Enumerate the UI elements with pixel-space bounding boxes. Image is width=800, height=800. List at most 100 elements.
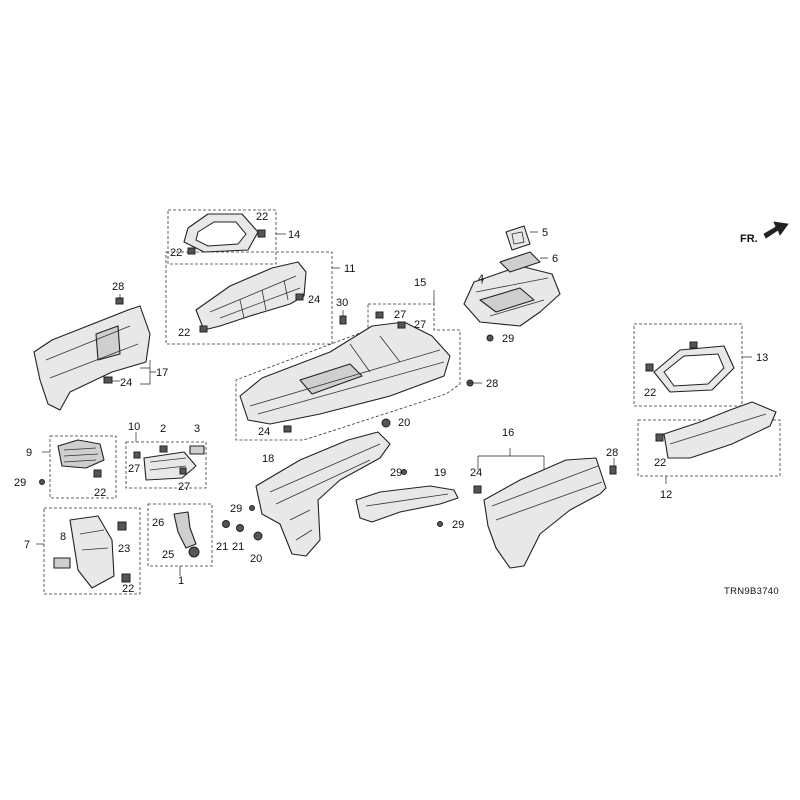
- callout-22-a: 22: [256, 211, 268, 223]
- callout-5: 5: [542, 227, 548, 239]
- callout-29-a: 29: [502, 333, 514, 345]
- part-24-clip-c: [283, 425, 292, 433]
- callout-21-b: 21: [232, 541, 244, 553]
- part-22-clip-b: [257, 229, 266, 238]
- callout-27-c: 27: [128, 463, 140, 475]
- part-23-clip: [117, 521, 127, 531]
- part-3-socket: [189, 445, 205, 455]
- callout-27-a: 27: [394, 309, 406, 321]
- callout-14: 14: [288, 229, 300, 241]
- part-28-clip: [115, 297, 124, 305]
- front-arrow-icon: [763, 221, 789, 239]
- part-6-pad: [499, 251, 541, 273]
- part-29-screw-b: [39, 479, 45, 485]
- part-29-screw-c: [249, 505, 255, 511]
- part-22-clip-d: [689, 341, 698, 349]
- callout-22-c: 22: [178, 327, 190, 339]
- callout-21-a: 21: [216, 541, 228, 553]
- part-22-clip-f: [655, 433, 664, 442]
- callout-24-b: 24: [120, 377, 132, 389]
- part-2-switch: [159, 445, 168, 453]
- callout-9: 9: [26, 447, 32, 459]
- callout-23: 23: [118, 543, 130, 555]
- callout-27-b: 27: [414, 319, 426, 331]
- part-27-clip-b: [397, 321, 406, 329]
- callout-12: 12: [660, 489, 672, 501]
- callout-25: 25: [162, 549, 174, 561]
- part-27-clip-a: [375, 311, 384, 319]
- part-21-nut-a: [222, 520, 230, 528]
- part-24-clip-b: [295, 293, 304, 301]
- front-direction-indicator: FR.: [740, 221, 789, 245]
- part-29-screw-d: [401, 469, 407, 475]
- group-box-11: [165, 251, 333, 345]
- part-12-side-trim: [663, 401, 777, 459]
- callout-2: 2: [160, 423, 166, 435]
- part-14-bezel: [183, 213, 259, 253]
- callout-labels: 1 2 3 4 5 6 7 8 9 10 11 12 13 14 15 16 1…: [14, 211, 768, 595]
- part-21-nut-b: [236, 524, 244, 532]
- callout-6: 6: [552, 253, 558, 265]
- callout-13: 13: [756, 352, 768, 364]
- part-22-clip-g: [93, 469, 102, 478]
- callout-22-g: 22: [654, 457, 666, 469]
- callout-29-b: 29: [14, 477, 26, 489]
- callout-27-d: 27: [178, 481, 190, 493]
- callout-20-b: 20: [250, 553, 262, 565]
- callout-11: 11: [344, 263, 355, 275]
- part-27-clip-d: [179, 467, 187, 475]
- part-28-clip-c: [609, 465, 617, 475]
- callout-8: 8: [60, 531, 66, 543]
- part-19-duct: [355, 485, 459, 523]
- callout-24-c: 24: [258, 426, 270, 438]
- callout-24-a: 24: [308, 294, 320, 306]
- callout-30: 30: [336, 297, 348, 309]
- part-18-console-frame: [255, 431, 391, 557]
- group-box-10: [125, 441, 207, 489]
- part-17-side-panel: [33, 305, 151, 411]
- callout-28-c: 28: [606, 447, 618, 459]
- part-24-clip-d: [473, 485, 482, 494]
- diagram-code: TRN9B3740: [724, 586, 779, 597]
- part-10-switch-panel: [143, 451, 197, 481]
- callout-16: 16: [502, 427, 514, 439]
- part-4-shifter-housing: [463, 265, 561, 327]
- part-20-bolt-b: [253, 531, 263, 541]
- callout-15: 15: [414, 277, 426, 289]
- part-22-clip-h: [121, 573, 131, 583]
- callout-3: 3: [194, 423, 200, 435]
- part-1-cable-assembly: [173, 511, 200, 558]
- callout-28-a: 28: [112, 281, 124, 293]
- part-5-knob-boot: [505, 225, 531, 251]
- part-22-clip-c: [199, 325, 208, 333]
- part-9-vent: [57, 439, 105, 469]
- callout-29-c: 29: [230, 503, 242, 515]
- callout-7: 7: [24, 539, 30, 551]
- part-15-console-panel: [239, 321, 451, 425]
- callout-1: 1: [178, 575, 184, 587]
- callout-22-e: 22: [122, 583, 134, 595]
- callout-28-b: 28: [486, 378, 498, 390]
- group-box-14: [167, 209, 277, 265]
- callout-19: 19: [434, 467, 446, 479]
- callout-4: 4: [478, 273, 484, 285]
- part-16-console-side-panel: [483, 457, 607, 569]
- part-27-clip-c: [133, 451, 141, 459]
- callout-24-d: 24: [470, 467, 482, 479]
- part-20-bolt-a: [381, 418, 391, 428]
- callout-29-e: 29: [452, 519, 464, 531]
- callout-22-d: 22: [94, 487, 106, 499]
- callout-17: 17: [156, 367, 168, 379]
- part-22-clip-a: [187, 247, 196, 255]
- callout-10: 10: [128, 421, 140, 433]
- part-29-screw-e: [437, 521, 443, 527]
- part-8-pad: [53, 557, 71, 569]
- part-7-lower-panel: [69, 515, 115, 589]
- callout-20-a: 20: [398, 417, 410, 429]
- direction-label: FR.: [740, 233, 758, 245]
- part-22-clip-e: [645, 363, 654, 372]
- callout-26: 26: [152, 517, 164, 529]
- part-13-bezel: [653, 345, 735, 393]
- callout-29-d: 29: [390, 467, 402, 479]
